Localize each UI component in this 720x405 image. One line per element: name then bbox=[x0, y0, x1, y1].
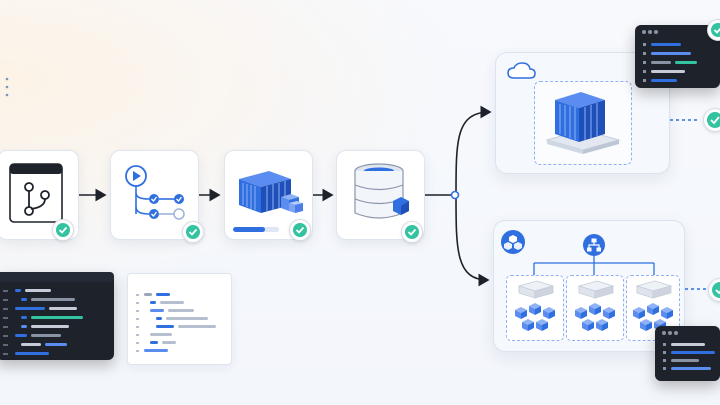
server-node-icon bbox=[633, 280, 673, 331]
build-progress-bar bbox=[233, 227, 279, 232]
stage-registry-card[interactable] bbox=[336, 150, 425, 243]
deploy-target-zone bbox=[534, 81, 632, 165]
database-icon bbox=[354, 163, 409, 219]
cluster-node bbox=[566, 275, 624, 341]
build-progress-fill bbox=[233, 227, 266, 232]
check-icon bbox=[52, 219, 74, 241]
code-editor-bottom-left bbox=[0, 272, 114, 360]
network-hub-icon bbox=[583, 234, 605, 256]
container-icon bbox=[239, 171, 303, 213]
cluster-node bbox=[506, 275, 564, 341]
check-icon bbox=[707, 19, 720, 41]
cloud-icon bbox=[507, 62, 536, 79]
config-document bbox=[127, 273, 232, 365]
git-branch-icon bbox=[9, 163, 63, 223]
cluster-node bbox=[626, 275, 680, 341]
cluster-deploy-panel[interactable] bbox=[493, 220, 685, 352]
server-node-icon bbox=[575, 280, 615, 331]
code-window-bottom-right bbox=[655, 326, 720, 381]
check-icon bbox=[182, 221, 204, 243]
code-window-top-right bbox=[635, 19, 720, 88]
server-node-icon bbox=[515, 280, 555, 331]
cluster-icon bbox=[501, 230, 525, 254]
check-icon bbox=[289, 219, 311, 241]
stage-test-card[interactable] bbox=[110, 150, 204, 243]
check-icon bbox=[708, 278, 720, 302]
stage-build-card[interactable] bbox=[224, 150, 313, 241]
stage-source-card[interactable] bbox=[0, 150, 79, 241]
container-icon bbox=[545, 92, 621, 154]
test-flow-icon bbox=[125, 165, 185, 220]
decorative-dots bbox=[5, 77, 9, 97]
check-icon bbox=[401, 221, 423, 243]
check-icon bbox=[703, 108, 720, 132]
